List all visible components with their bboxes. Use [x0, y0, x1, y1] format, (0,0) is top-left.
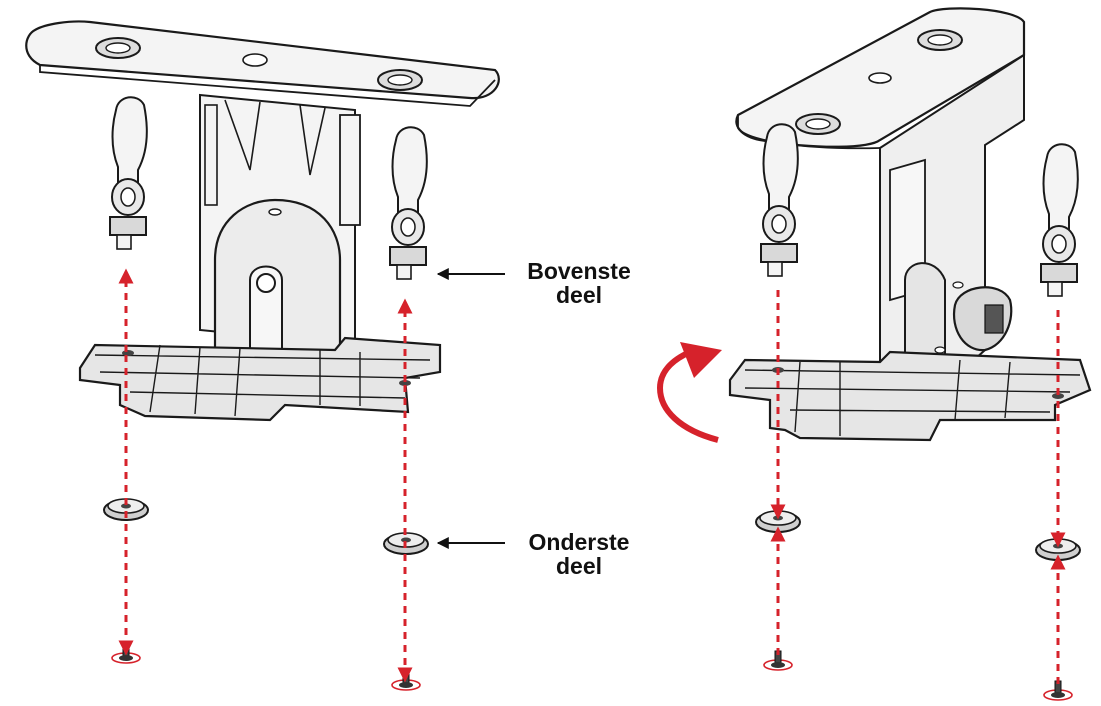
label-bottom-line1: Onderste: [528, 529, 630, 555]
rotation-arrow-icon: [656, 349, 719, 443]
left-assembly: [25, 20, 500, 691]
label-bottom-part: Onderste deel: [514, 530, 644, 578]
right-assembly: [656, 7, 1092, 701]
label-bottom-line2: deel: [555, 553, 603, 579]
label-top-part: Bovenste deel: [514, 259, 644, 307]
label-top-line1: Bovenste: [527, 258, 631, 284]
label-top-line2: deel: [555, 282, 603, 308]
rotation-arrow-head: [680, 342, 722, 378]
